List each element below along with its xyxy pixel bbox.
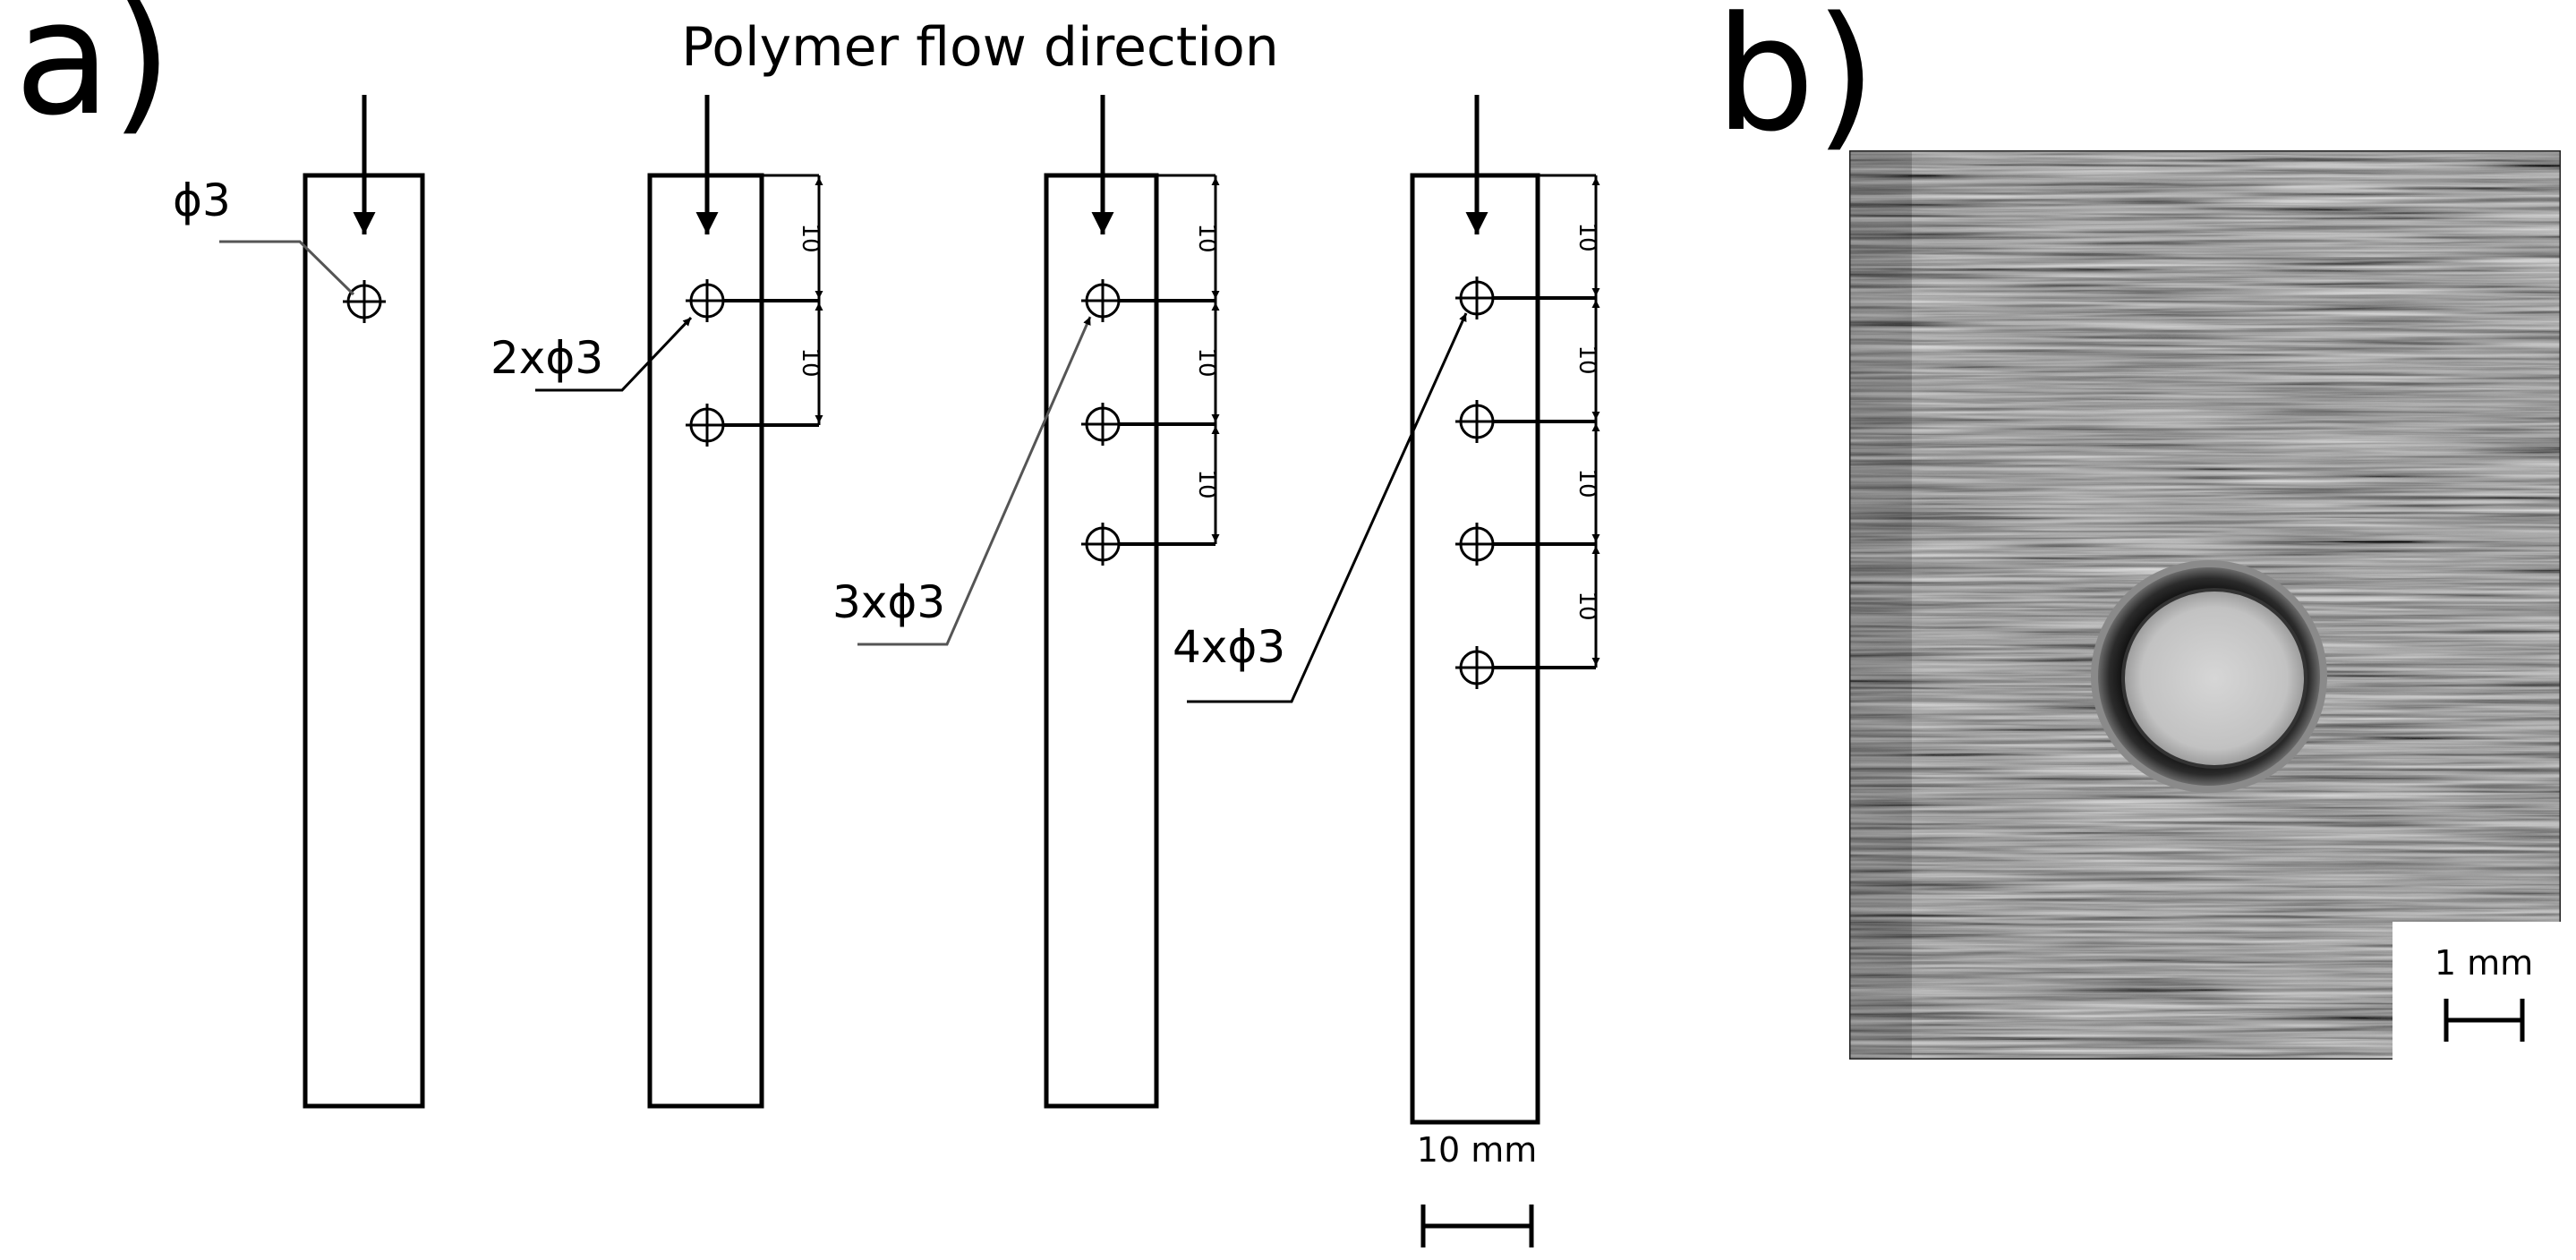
dimension-label: 10 xyxy=(1574,468,1600,498)
callout-leader xyxy=(219,240,355,296)
sample-3-callout: 3xϕ3 xyxy=(832,576,945,628)
strip-outline xyxy=(1410,173,1540,1125)
scale-bar-b-label: 1 mm xyxy=(2435,943,2533,983)
sample-1-strip: ϕ3 xyxy=(173,95,425,1109)
sample-4-callout: 4xϕ3 xyxy=(1173,621,1285,673)
sample-2-callout: 2xϕ3 xyxy=(490,332,603,384)
dimension-label: 10 xyxy=(1574,345,1600,374)
dimension-label: 10 xyxy=(797,347,823,377)
sample-2-strip: 10 10 2xϕ3 xyxy=(490,95,823,1109)
photo-hole xyxy=(2091,560,2327,793)
dimension-label: 10 xyxy=(1193,223,1220,252)
scale-bar-a: 10 mm xyxy=(1417,1130,1537,1247)
panel-a-label: a) xyxy=(14,0,173,150)
sample-4-strip: 10 10 10 10 4xϕ3 xyxy=(1173,95,1600,1125)
strip-outline xyxy=(1044,173,1159,1109)
strip-outline xyxy=(303,173,425,1109)
callout-leader xyxy=(535,316,693,392)
sample-1-callout: ϕ3 xyxy=(173,175,231,226)
scale-bar-b-background xyxy=(2393,922,2561,1060)
sample-photograph xyxy=(1849,150,2561,1060)
flow-direction-title: Polymer flow direction xyxy=(681,16,1279,79)
hole-marker xyxy=(343,280,386,323)
scale-bar-b: 1 mm xyxy=(2393,922,2561,1060)
scale-bar-a-label: 10 mm xyxy=(1417,1130,1537,1170)
callout-leader xyxy=(857,316,1092,646)
dimension-label: 10 xyxy=(1193,347,1220,377)
dimension-label: 10 xyxy=(1574,222,1600,251)
dimension-label: 10 xyxy=(1574,591,1600,620)
callout-leader xyxy=(1187,312,1468,703)
panel-b-label: b) xyxy=(1715,0,1876,166)
dimension-label: 10 xyxy=(797,223,823,252)
dimension-label: 10 xyxy=(1193,469,1220,498)
sample-3-strip: 10 10 10 3xϕ3 xyxy=(832,95,1220,1109)
